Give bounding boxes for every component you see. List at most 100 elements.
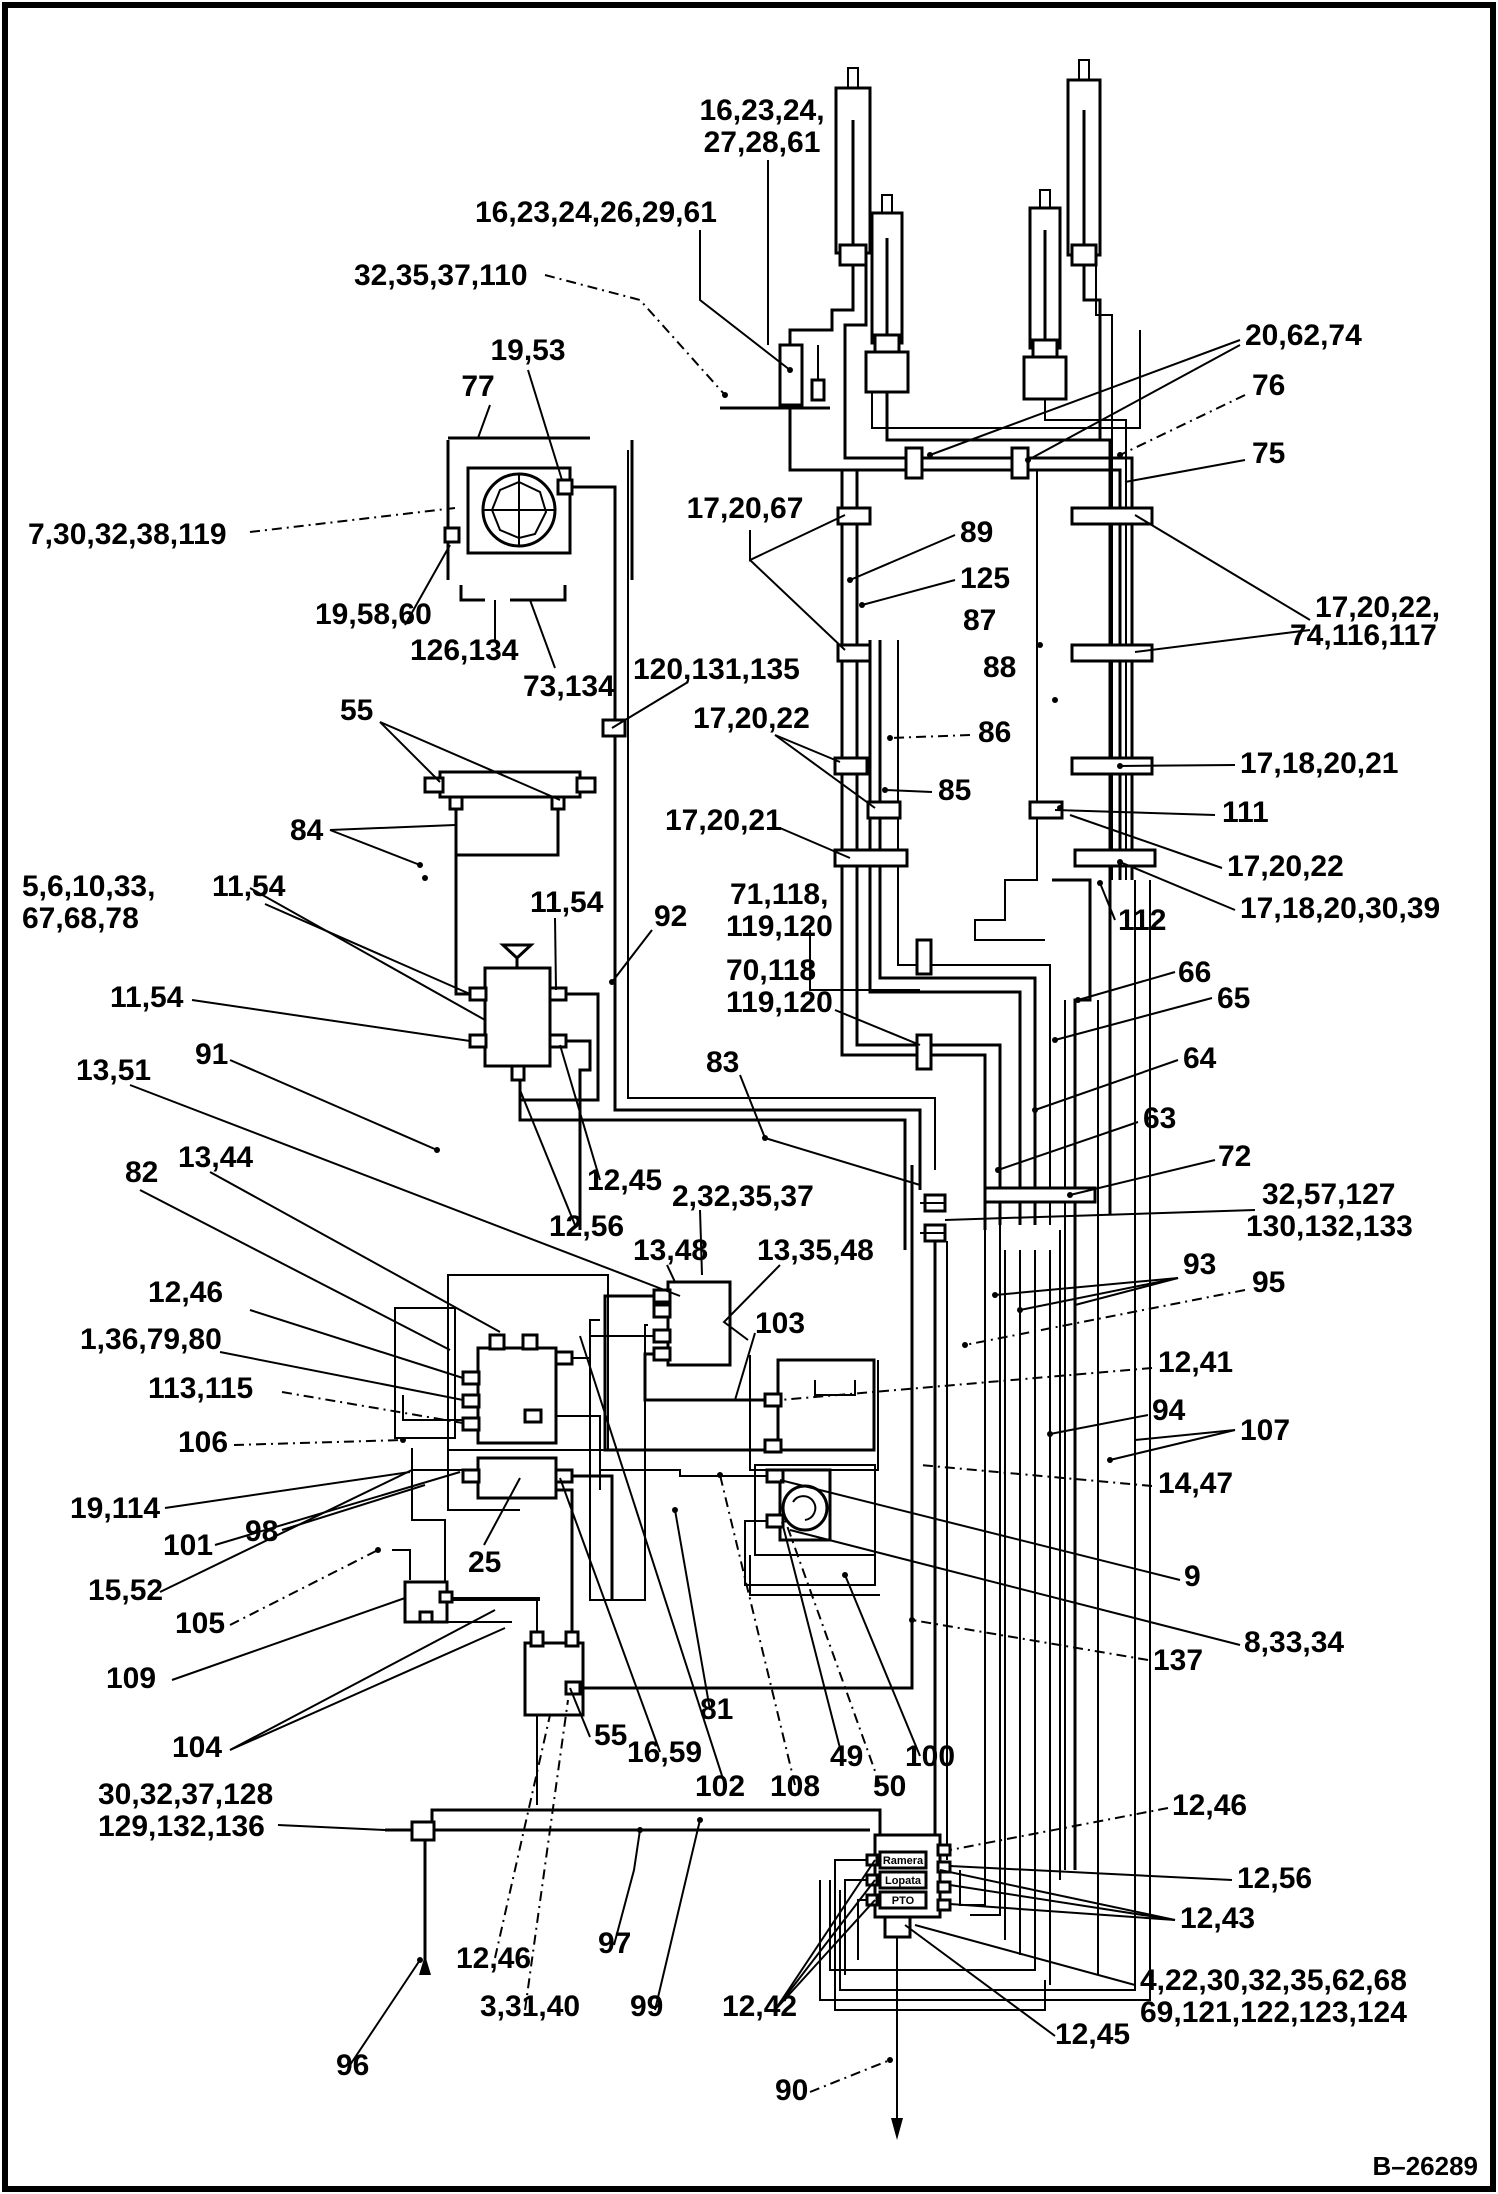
part-label-l104: 90 — [775, 2074, 808, 2107]
part-label-l73: 101 — [163, 1529, 213, 1562]
part-label-l96: 12,46 — [456, 1942, 531, 1975]
switch-label-lopata: Lopata — [885, 1875, 922, 1887]
cylinder-right-inner — [1022, 189, 1068, 401]
part-label-l06: 19,53 — [490, 334, 565, 367]
part-label-l90: 30,32,37,128 — [98, 1778, 273, 1811]
part-label-l80: 109 — [106, 1662, 156, 1695]
part-label-l64: 1,36,79,80 — [80, 1323, 222, 1356]
part-label-l25: 17,18,20,21 — [1240, 747, 1398, 780]
part-label-l28: 84 — [290, 814, 324, 847]
part-label-l37: 17,18,20,30,39 — [1240, 892, 1440, 925]
part-label-l36: 92 — [654, 900, 687, 933]
part-label-l38: 112 — [1118, 904, 1166, 937]
part-label-l66: 113,115 — [148, 1372, 253, 1405]
part-label-l74: 25 — [468, 1546, 501, 1579]
part-label-l08: 77 — [461, 370, 494, 403]
part-label-l86: 100 — [905, 1740, 955, 1773]
part-label-l59: 13,35,48 — [757, 1234, 874, 1267]
leader-lines — [129, 160, 1311, 2093]
part-label-l60: 93 — [1183, 1248, 1216, 1281]
part-label-l47: 64 — [1183, 1042, 1217, 1075]
part-label-l67: 94 — [1152, 1394, 1186, 1427]
connection-dots — [375, 367, 1123, 2063]
part-label-l103: 96 — [336, 2049, 369, 2082]
part-label-l76: 15,52 — [88, 1574, 163, 1607]
part-label-l83: 104 — [172, 1731, 222, 1764]
part-label-l45: 13,51 — [76, 1054, 151, 1087]
part-label-l89: 50 — [873, 1770, 906, 1803]
drawing-reference: B–26289 — [1372, 2151, 1478, 2181]
part-label-l13: 125 — [960, 562, 1010, 595]
cooler-return-lines — [518, 600, 936, 1250]
part-label-l94: 12,43 — [1180, 1902, 1255, 1935]
part-label-l11: 7,30,32,38,119 — [28, 518, 227, 551]
part-label-l91: 12,46 — [1172, 1789, 1247, 1822]
part-label-l58: 13,48 — [633, 1234, 708, 1267]
part-label-l23: 17,20,22 — [693, 702, 810, 735]
part-label-l93: 12,56 — [1237, 1862, 1312, 1895]
part-label-l16: 87 — [963, 604, 996, 637]
part-label-l69: 106 — [178, 1426, 228, 1459]
part-label-l87: 102 — [695, 1770, 745, 1803]
part-label-l84: 16,59 — [627, 1736, 702, 1769]
part-label-l09: 75 — [1252, 437, 1285, 470]
part-label-l49: 63 — [1143, 1102, 1176, 1135]
filter-3-31-40 — [523, 1165, 914, 1805]
part-label-l101: 69,121,122,123,124 — [1140, 1996, 1407, 2029]
part-label-l39: 119,120 — [726, 910, 833, 943]
part-label-l12: 89 — [960, 516, 993, 549]
mount-bracket — [720, 343, 830, 410]
part-label-l72: 98 — [245, 1515, 278, 1548]
part-label-l30: 5,6,10,33, — [22, 870, 155, 903]
part-label-l18: 126,134 — [410, 634, 519, 667]
part-number-labels: 16,23,24,27,28,6116,23,24,26,29,6132,35,… — [22, 94, 1440, 2107]
part-label-l65: 12,41 — [1158, 1346, 1233, 1379]
part-label-l62: 95 — [1252, 1266, 1285, 1299]
part-label-l56: 12,56 — [549, 1210, 624, 1243]
part-label-l85: 49 — [830, 1740, 863, 1773]
part-label-l35: 67,68,78 — [22, 902, 139, 935]
valve-block-upper — [454, 943, 600, 1230]
part-label-l63: 103 — [755, 1307, 805, 1340]
part-label-l05: 20,62,74 — [1245, 319, 1362, 352]
part-label-l98: 12,42 — [722, 1990, 797, 2023]
part-label-l92: 129,132,136 — [98, 1810, 265, 1843]
part-label-l04: 32,35,37,110 — [354, 259, 528, 292]
part-label-l50: 72 — [1218, 1140, 1251, 1173]
tee-fittings — [920, 1193, 948, 1870]
part-label-l10: 17,20,67 — [687, 492, 804, 525]
part-label-l82: 55 — [594, 1719, 627, 1752]
clamp-bars — [833, 446, 1157, 1204]
part-label-l77: 105 — [175, 1607, 225, 1640]
part-label-l19: 88 — [983, 651, 1016, 684]
part-label-l61: 12,46 — [148, 1276, 223, 1309]
part-label-l33: 71,118, — [730, 878, 828, 911]
part-label-l75: 9 — [1184, 1560, 1201, 1593]
part-label-l29: 111 — [1222, 796, 1269, 829]
part-label-l95: 97 — [598, 1927, 631, 1960]
switch-label-pto: PTO — [892, 1895, 915, 1907]
part-label-l70: 14,47 — [1158, 1467, 1233, 1500]
part-label-l100: 99 — [630, 1990, 663, 2023]
part-label-l71: 19,114 — [70, 1492, 160, 1525]
part-label-l51: 13,44 — [178, 1141, 253, 1174]
part-label-l48: 83 — [706, 1046, 739, 1079]
part-label-l15: 17,20,22, — [1315, 591, 1440, 624]
switch-box: Ramera Lopata PTO — [834, 1833, 1046, 2140]
part-label-l79: 137 — [1153, 1644, 1203, 1677]
part-label-l99: 3,31,40 — [480, 1990, 580, 2023]
part-label-l102: 12,45 — [1055, 2018, 1130, 2051]
part-label-l20: 73,134 — [523, 670, 615, 703]
part-label-l97: 4,22,30,32,35,62,68 — [1140, 1964, 1407, 1997]
part-label-l07: 76 — [1252, 369, 1285, 402]
main-hydraulic-lines — [788, 265, 1151, 2001]
part-label-l22: 55 — [340, 694, 373, 727]
part-label-l26: 85 — [938, 774, 971, 807]
part-label-l02: 27,28,61 — [704, 126, 821, 159]
part-label-l03: 16,23,24,26,29,61 — [475, 196, 717, 229]
oil-cooler — [443, 436, 634, 640]
cylinder-left-outer — [834, 67, 872, 267]
